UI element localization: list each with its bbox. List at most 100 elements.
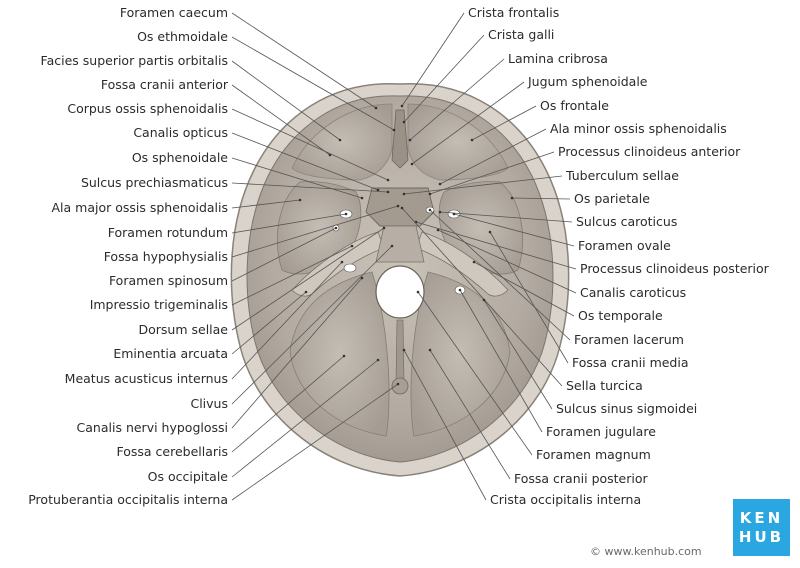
label-left-facies-superior-partis-orbitalis: Facies superior partis orbitalis xyxy=(41,53,228,68)
pointer-left-clivus xyxy=(390,244,394,248)
label-left-canalis-opticus: Canalis opticus xyxy=(133,125,228,140)
clivus xyxy=(375,225,425,263)
label-right-foramen-jugulare: Foramen jugulare xyxy=(546,424,656,439)
pointer-left-fossa-cerebellaris xyxy=(342,354,346,358)
foramen-jugulare-left xyxy=(343,263,357,273)
label-right-os-parietale: Os parietale xyxy=(574,191,650,206)
label-right-tuberculum-sellae: Tuberculum sellae xyxy=(565,168,679,183)
leader-left-corpus-ossis-sphenoidalis xyxy=(231,108,389,181)
pointer-left-ala-major-ossis-sphenoidalis xyxy=(298,198,302,202)
logo-line-1: KEN xyxy=(739,508,784,527)
leader-right-jugum-sphenoidale xyxy=(411,81,525,165)
leader-right-foramen-magnum xyxy=(417,291,533,456)
pointer-right-crista-frontalis xyxy=(400,104,404,108)
leader-left-facies-superior-partis-orbitalis xyxy=(231,60,341,141)
label-left-fossa-hypophysialis: Fossa hypophysialis xyxy=(104,249,228,264)
leader-right-foramen-jugulare xyxy=(459,289,543,433)
pointer-left-facies-superior-partis-orbitalis xyxy=(338,138,342,142)
leader-left-os-occipitale xyxy=(231,359,379,478)
label-left-sulcus-prechiasmaticus: Sulcus prechiasmaticus xyxy=(81,175,228,190)
pointer-left-foramen-rotundum xyxy=(344,212,348,216)
leader-right-lamina-cribrosa xyxy=(409,58,505,141)
leader-left-fossa-cerebellaris xyxy=(231,355,345,453)
pointer-right-foramen-lacerum xyxy=(428,208,432,212)
sella-turcica-region xyxy=(365,187,435,227)
pointer-right-os-parietale xyxy=(510,196,514,200)
pointer-right-crista-galli xyxy=(402,120,406,124)
label-left-fossa-cranii-anterior: Fossa cranii anterior xyxy=(101,77,229,92)
label-right-os-frontale: Os frontale xyxy=(540,98,609,113)
leader-right-foramen-ovale xyxy=(453,213,575,247)
pointer-left-sulcus-prechiasmaticus xyxy=(386,190,390,194)
label-left-canalis-nervi-hypoglossi: Canalis nervi hypoglossi xyxy=(77,420,228,435)
pointer-right-processus-clinoideus-anterior xyxy=(428,192,432,196)
pointer-right-canalis-caroticus xyxy=(436,228,440,232)
leader-left-clivus xyxy=(231,245,393,405)
label-left-foramen-rotundum: Foramen rotundum xyxy=(108,225,228,240)
label-left-os-ethmoidale: Os ethmoidale xyxy=(137,29,228,44)
anterior-fossa-left xyxy=(291,103,393,181)
pointer-right-lamina-cribrosa xyxy=(408,138,412,142)
leader-left-fossa-hypophysialis xyxy=(231,205,399,258)
leader-right-crista-galli xyxy=(403,34,485,123)
label-right-processus-clinoideus-anterior: Processus clinoideus anterior xyxy=(558,144,741,159)
label-right-jugum-sphenoidale: Jugum sphenoidale xyxy=(527,74,648,89)
pointer-left-fossa-cranii-anterior xyxy=(328,153,332,157)
pointer-right-os-temporale xyxy=(472,260,476,264)
pointer-right-fossa-cranii-media xyxy=(488,230,492,234)
label-right-crista-galli: Crista galli xyxy=(488,27,554,42)
leader-left-dorsum-sellae xyxy=(231,227,385,331)
label-left-ala-major-ossis-sphenoidalis: Ala major ossis sphenoidalis xyxy=(51,200,228,215)
pointer-right-sulcus-caroticus xyxy=(438,210,442,214)
label-right-processus-clinoideus-posterior: Processus clinoideus posterior xyxy=(580,261,770,276)
pointer-left-foramen-caecum xyxy=(374,106,378,110)
leader-right-fossa-cranii-media xyxy=(489,231,569,364)
leader-right-sella-turcica xyxy=(401,207,563,387)
label-right-os-temporale: Os temporale xyxy=(578,308,663,323)
label-left-corpus-ossis-sphenoidalis: Corpus ossis sphenoidalis xyxy=(67,101,228,116)
leader-left-eminentia-arcuata xyxy=(231,291,307,355)
leader-left-os-ethmoidale xyxy=(231,36,395,131)
label-right-sella-turcica: Sella turcica xyxy=(566,378,643,393)
pointer-left-meatus-acusticus-internus xyxy=(340,260,344,264)
pointer-right-sella-turcica xyxy=(400,206,404,210)
label-left-eminentia-arcuata: Eminentia arcuata xyxy=(113,346,228,361)
leader-left-foramen-spinosum xyxy=(231,227,337,282)
pointer-left-dorsum-sellae xyxy=(382,226,386,230)
leader-right-sulcus-caroticus xyxy=(439,211,573,223)
pointer-left-eminentia-arcuata xyxy=(304,290,308,294)
pointer-right-foramen-ovale xyxy=(452,212,456,216)
label-left-impressio-trigeminalis: Impressio trigeminalis xyxy=(90,297,228,312)
internal-occipital-protuberance xyxy=(391,377,409,395)
pointer-right-tuberculum-sellae xyxy=(402,192,406,196)
anterior-fossa-right xyxy=(407,103,509,181)
pointer-left-canalis-opticus xyxy=(376,188,380,192)
pointer-right-foramen-jugulare xyxy=(458,288,462,292)
pointer-left-canalis-nervi-hypoglossi xyxy=(360,276,364,280)
pointer-right-crista-occipitalis-interna xyxy=(402,348,406,352)
leader-left-foramen-caecum xyxy=(231,12,377,109)
leader-left-canalis-nervi-hypoglossi xyxy=(231,277,363,429)
leader-left-os-sphenoidale xyxy=(231,157,363,199)
label-right-lamina-cribrosa: Lamina cribrosa xyxy=(508,51,608,66)
leader-left-foramen-rotundum xyxy=(231,213,347,234)
label-right-canalis-caroticus: Canalis caroticus xyxy=(580,285,686,300)
label-right-foramen-ovale: Foramen ovale xyxy=(578,238,671,253)
leader-lines xyxy=(231,12,577,501)
pointer-left-os-occipitale xyxy=(376,358,380,362)
label-right-sulcus-caroticus: Sulcus caroticus xyxy=(576,214,677,229)
label-left-os-occipitale: Os occipitale xyxy=(148,469,229,484)
leader-right-fossa-cranii-posterior xyxy=(429,349,511,480)
pointer-right-os-frontale xyxy=(470,138,474,142)
label-right-crista-occipitalis-interna: Crista occipitalis interna xyxy=(490,492,641,507)
pointer-left-os-ethmoidale xyxy=(392,128,396,132)
petrous-ridge-right xyxy=(415,231,509,297)
label-right-fossa-cranii-media: Fossa cranii media xyxy=(572,355,689,370)
crista-galli xyxy=(391,109,409,169)
leader-left-protuberantia-occipitalis-interna xyxy=(231,383,399,501)
pointer-left-foramen-spinosum xyxy=(334,226,338,230)
leader-left-sulcus-prechiasmaticus xyxy=(231,182,389,193)
foramen-magnum xyxy=(375,265,425,319)
leader-right-processus-clinoideus-posterior xyxy=(415,221,577,270)
